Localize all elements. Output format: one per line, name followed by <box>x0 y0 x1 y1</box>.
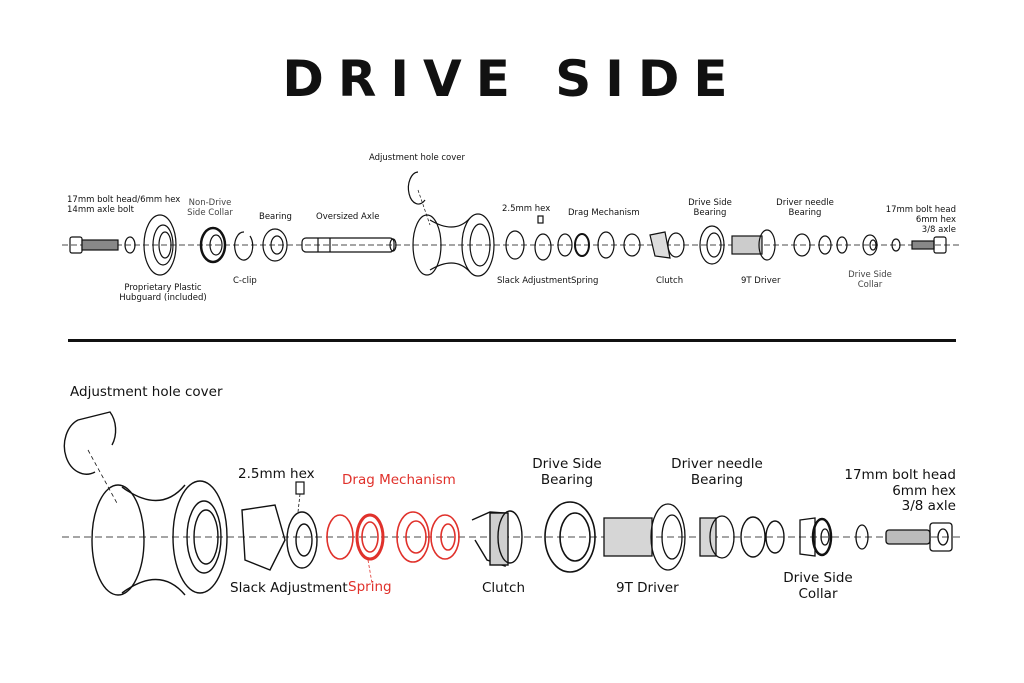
hub-shell <box>91 480 228 596</box>
top-ring-b <box>836 236 848 254</box>
ring-b-part <box>765 520 785 554</box>
label-c-clip: C-clip <box>233 276 257 286</box>
top-bearing <box>262 228 288 262</box>
label-hex: 2.5mm hex <box>502 204 551 214</box>
top-spring <box>574 233 590 257</box>
hole-cover-part <box>63 411 117 475</box>
detail-label-hex: 2.5mm hex <box>238 466 315 482</box>
top-end-washer <box>891 238 901 252</box>
top-slack-adjustment <box>505 230 552 261</box>
top-ring-a <box>818 235 832 255</box>
detail-label-spring: Spring <box>348 579 392 595</box>
drag-plate-part <box>396 511 430 563</box>
needle-bearing-part <box>699 515 735 559</box>
end-bolt-part <box>885 522 953 552</box>
9t-driver-part <box>603 503 686 571</box>
top-hole-cover <box>407 171 426 205</box>
top-hubguard <box>143 214 177 276</box>
top-drag-cage <box>623 233 641 257</box>
detail-label-slack: Slack Adjustment <box>230 580 348 596</box>
top-hub-shell <box>412 213 495 277</box>
top-washer <box>124 236 136 254</box>
detail-label-drag: Drag Mechanism <box>342 472 456 488</box>
top-c-clip <box>234 231 254 261</box>
spring-part <box>355 513 385 561</box>
top-ds-collar <box>862 234 878 256</box>
ds-bearing-part <box>544 501 596 573</box>
top-needle-bearing <box>793 233 811 257</box>
label-hole-cover: Adjustment hole cover <box>369 153 466 163</box>
top-drag-plate <box>597 231 615 259</box>
page-title: DRIVE SIDE <box>282 50 742 108</box>
top-clutch <box>649 231 685 259</box>
top-drag-ring <box>557 233 573 257</box>
detail-label-clutch: Clutch <box>482 580 526 596</box>
label-clutch: Clutch <box>656 276 684 286</box>
label-bearing: Bearing <box>259 212 292 222</box>
top-axle-bolt <box>69 236 119 254</box>
section-divider <box>68 339 956 342</box>
top-ds-bearing <box>699 225 725 265</box>
slack-adjustment-part <box>241 504 318 571</box>
label-oversized-axle: Oversized Axle <box>316 212 380 222</box>
drag-cage-part <box>430 514 460 560</box>
hex-key-part <box>295 481 305 495</box>
top-9t-driver <box>731 229 776 261</box>
label-spring: Spring <box>571 276 599 286</box>
label-driver: 9T Driver <box>741 276 781 286</box>
ds-collar-part <box>799 517 833 557</box>
clutch-part <box>471 510 523 567</box>
top-end-bolt <box>911 236 947 254</box>
detail-label-driver: 9T Driver <box>616 580 679 596</box>
detail-label-hole-cover: Adjustment hole cover <box>70 384 223 400</box>
drag-ring-part <box>326 514 354 560</box>
top-hex-key <box>537 215 544 224</box>
label-slack: Slack Adjustment <box>497 276 572 286</box>
label-drag: Drag Mechanism <box>568 208 640 218</box>
end-washer-part <box>855 524 869 550</box>
top-axle <box>301 237 397 253</box>
top-nds-collar <box>199 226 227 264</box>
ring-a-part <box>740 516 766 558</box>
